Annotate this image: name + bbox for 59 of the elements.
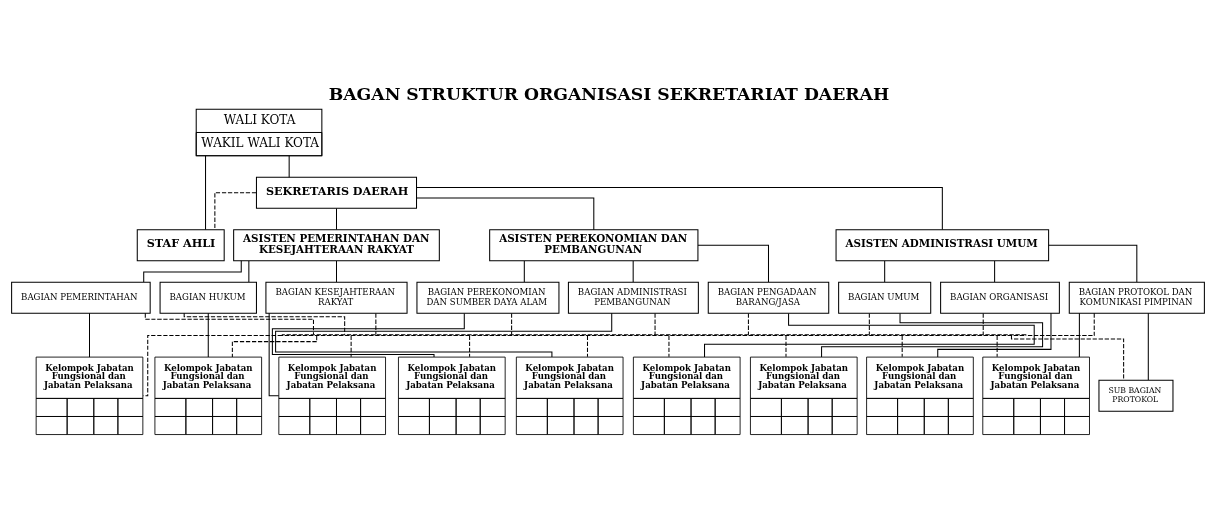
connector [586, 335, 588, 358]
node-box: SUB BAGIAN PROTOKOL [1098, 379, 1174, 412]
node-box: BAGIAN PENGADAAN BARANG/JASA [707, 281, 830, 314]
node-box: BAGIAN PROTOKOL DAN KOMUNIKASI PIMPINAN [1068, 281, 1205, 314]
connector [205, 155, 207, 231]
node-box: BAGIAN ORGANISASI [940, 281, 1060, 314]
connector [937, 312, 1052, 358]
connector [231, 335, 318, 358]
connector [1010, 335, 1125, 381]
connector [271, 313, 465, 358]
connector [747, 312, 749, 336]
node-box: BAGIAN ADMINISTRASI PEMBANGUNAN [567, 281, 699, 314]
node-box: BAGIAN PEMERINTAHAN [11, 281, 151, 314]
connector [214, 192, 257, 230]
connector [901, 335, 903, 358]
connector [335, 207, 337, 230]
node-box: BAGIAN HUKUM [159, 281, 257, 314]
connector [668, 335, 670, 358]
node-box: ASISTEN PEMERINTAHAN DAN KESEJAHTERAAN RAKYAT [233, 229, 440, 262]
node-bar [281, 334, 1027, 337]
connector [142, 335, 283, 397]
connector [821, 312, 1044, 358]
connector [868, 312, 870, 336]
connector [982, 312, 984, 336]
connector [288, 155, 290, 178]
diagram-title: BAGAN STRUKTUR ORGANISASI SEKRETARIAT DAERAH [328, 83, 890, 104]
node-box: ASISTEN PEREKONOMIAN DAN PEMBANGUNAN [489, 229, 699, 262]
node-box: BAGIAN UMUM [838, 281, 932, 314]
connector [143, 260, 242, 283]
connector [884, 260, 886, 283]
connector [1048, 244, 1138, 283]
connector [350, 335, 352, 358]
connector [511, 312, 513, 336]
connector [1147, 312, 1149, 381]
connector [335, 260, 337, 283]
connector [697, 244, 769, 283]
connector [248, 260, 250, 283]
connector [89, 312, 90, 358]
connector [1025, 312, 1095, 337]
connector [1078, 312, 1080, 358]
connector [275, 312, 613, 358]
node-box: SEKRETARIS DAERAH [255, 176, 418, 209]
connector [268, 312, 280, 397]
node-box: BAGIAN KESEJAHTERAAN RAKYAT [265, 281, 408, 314]
connector [996, 335, 998, 358]
connector [469, 335, 471, 358]
connector [994, 260, 996, 283]
connector [654, 312, 656, 336]
connector [207, 312, 209, 358]
connector [416, 187, 943, 230]
connector [416, 197, 595, 231]
node-box: BAGIAN PEREKONOMIAN DAN SUMBER DAYA ALAM [416, 281, 560, 314]
connector [375, 312, 377, 336]
node-box: STAF AHLI [136, 229, 225, 262]
node-box: ASISTEN ADMINISTRASI UMUM [835, 229, 1050, 262]
connector [632, 260, 634, 283]
connector [785, 335, 787, 358]
connector [523, 260, 525, 283]
connector [183, 312, 346, 336]
